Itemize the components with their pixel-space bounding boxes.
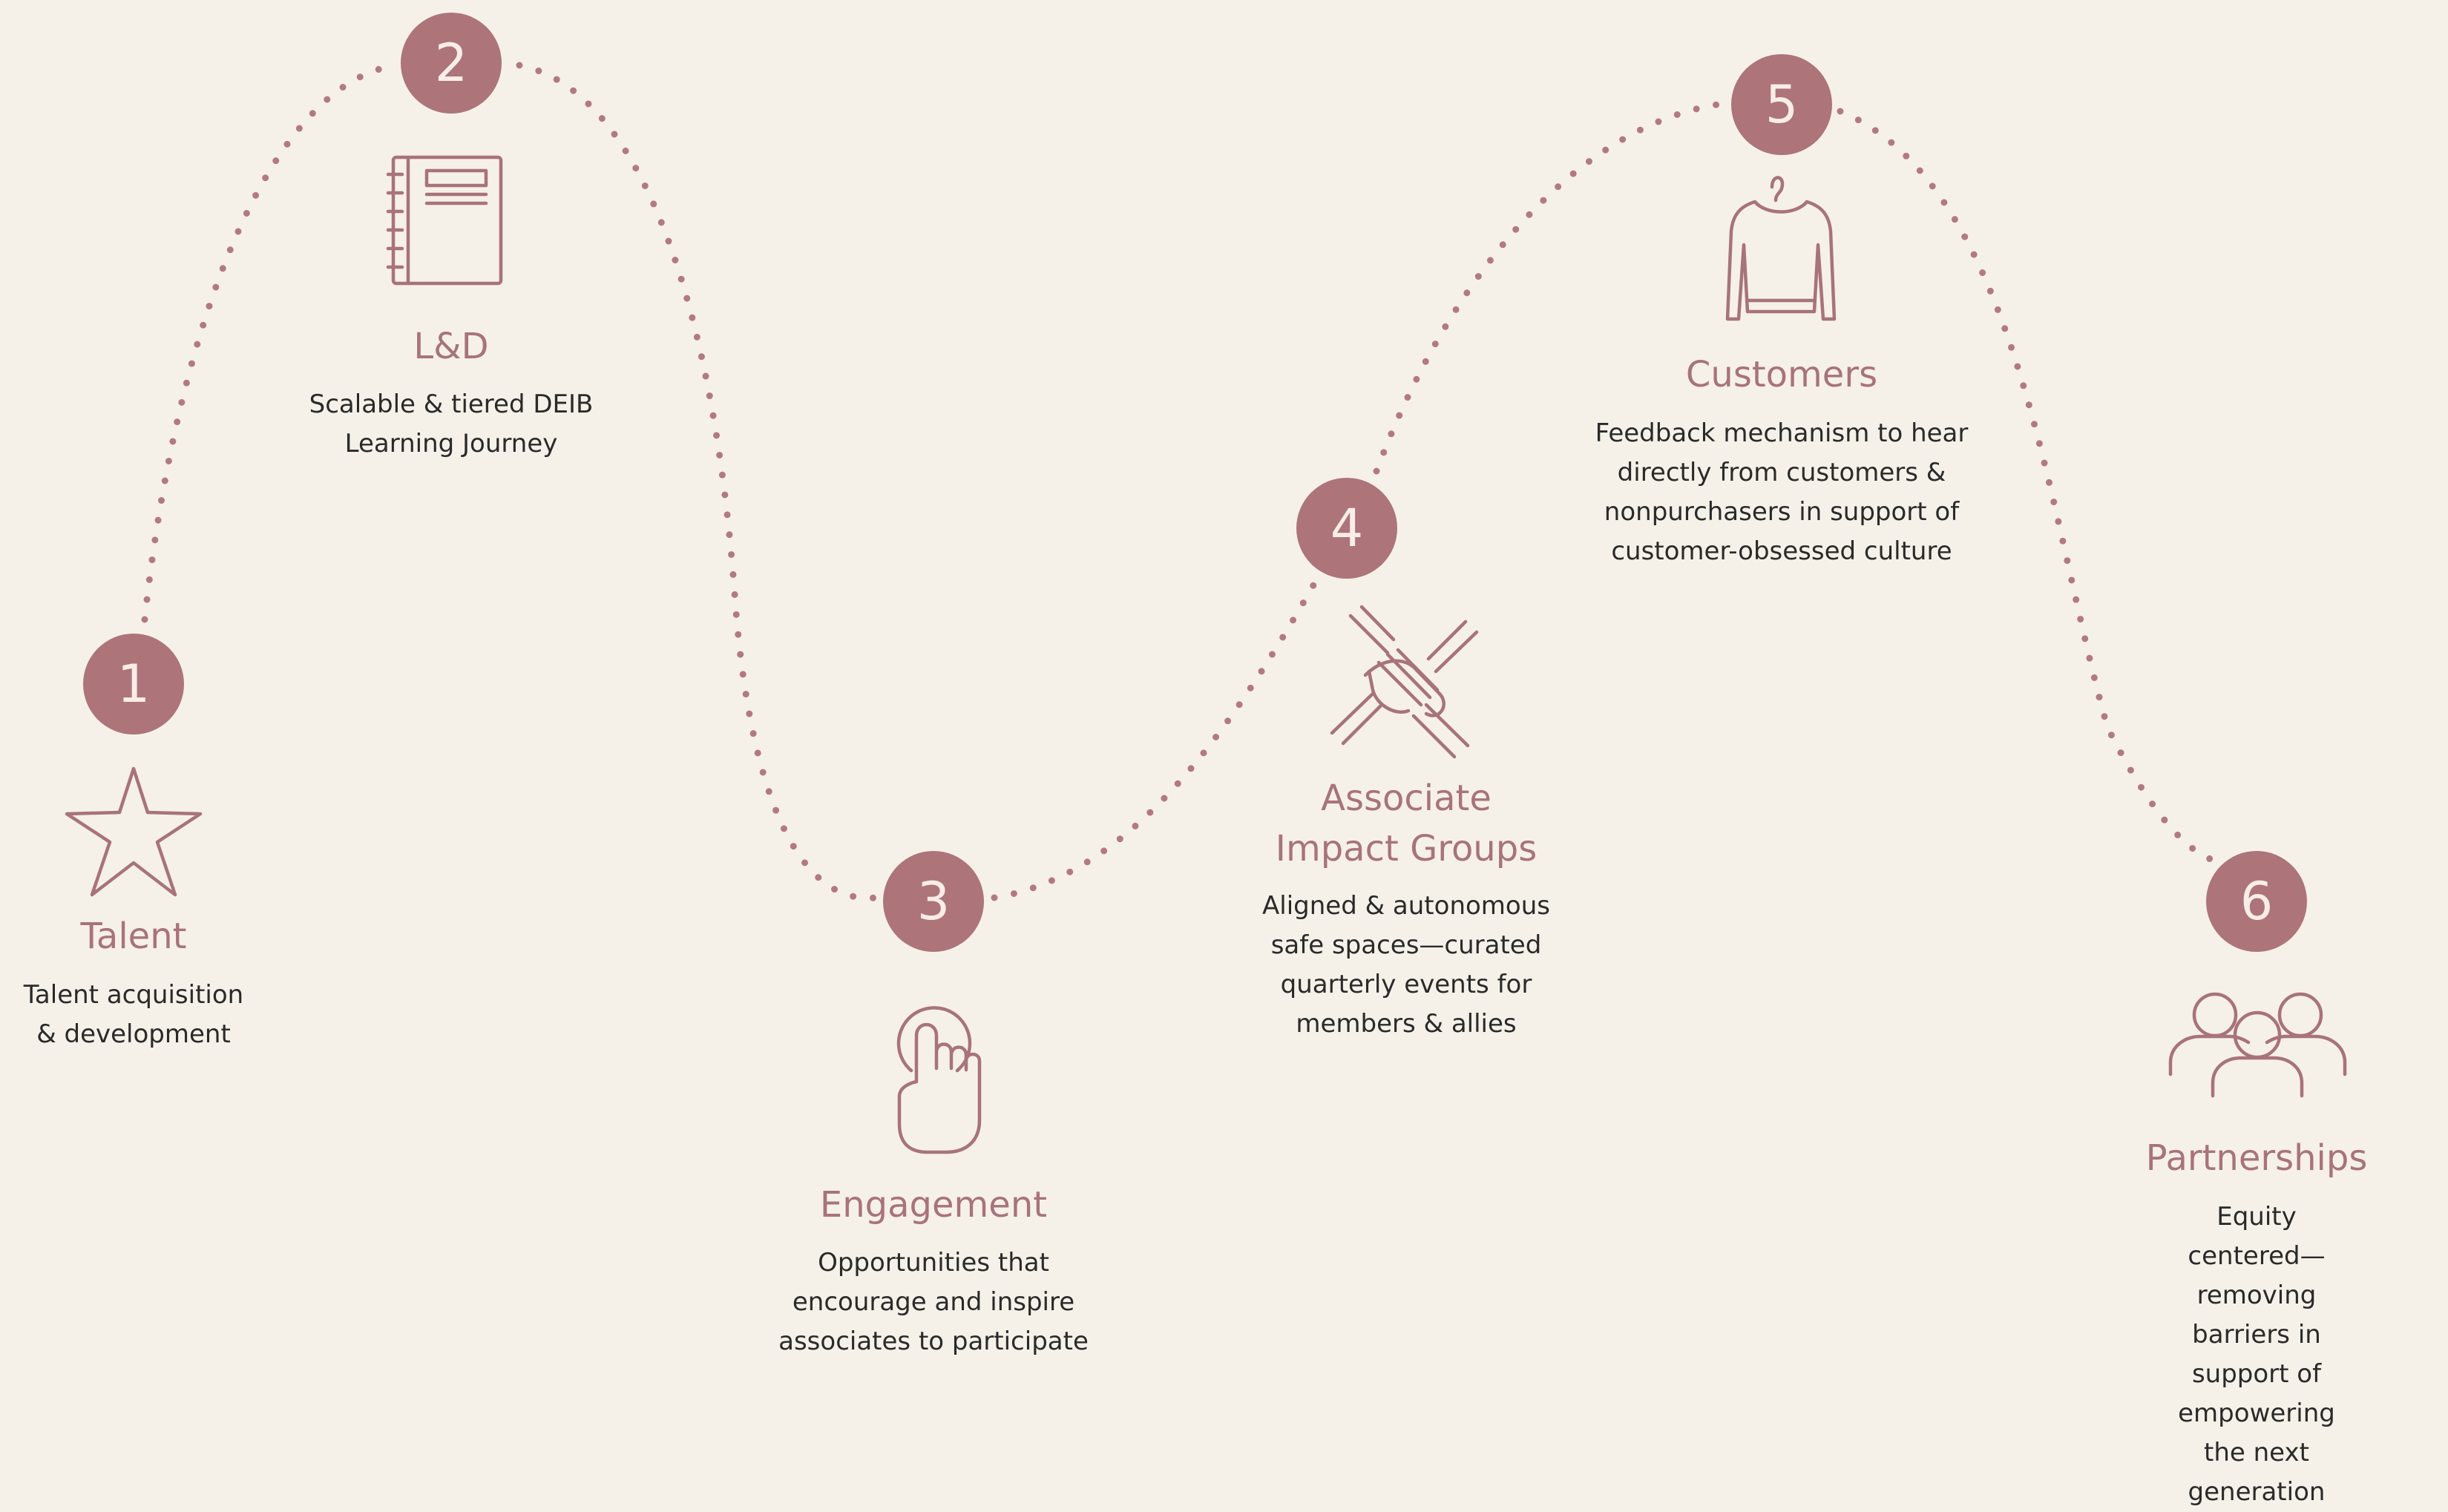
step-2-marker: 2 [401,13,502,114]
journey-diagram: 1 2 3 4 5 6 [65,13,2347,1154]
step-3-number: 3 [917,871,951,932]
step-4-description: Aligned & autonomous safe spaces—curated… [1262,891,1550,1039]
people-group-icon [2168,992,2347,1098]
step-5-number: 5 [1765,74,1799,135]
step-4-title: Associate Impact Groups [1275,778,1538,870]
step-6-title: Partnerships [2145,1137,2368,1179]
step-5-title: Customers [1685,354,1878,395]
step-1-title: Talent [80,916,187,957]
dotted-path [141,62,2219,901]
star-icon [65,766,203,897]
sweater-on-hanger-icon [1725,176,1837,321]
step-4-number: 4 [1330,498,1364,559]
notebook-icon [386,155,503,286]
step-3-marker: 3 [883,851,984,952]
step-2-number: 2 [435,33,468,93]
step-6-marker: 6 [2206,851,2307,952]
step-5-description: Feedback mechanism to hear directly from… [1595,418,1969,566]
step-5-marker: 5 [1731,54,1832,155]
step-1-marker: 1 [83,634,184,734]
step-4-marker: 4 [1296,478,1397,579]
step-6-description: Equity centered— removing barriers in su… [2178,1202,2335,1507]
step-6-number: 6 [2240,871,2274,932]
stacked-hands-icon [1330,605,1479,759]
step-1-description: Talent acquisition & development [23,980,244,1049]
step-2-description: Scalable & tiered DEIB Learning Journey [309,389,594,458]
step-1-number: 1 [117,654,151,714]
step-3-title: Engagement [819,1184,1048,1226]
step-2-title: L&D [413,326,489,367]
pointing-hand-icon [896,1006,982,1154]
step-3-description: Opportunities that encourage and inspire… [778,1248,1089,1356]
